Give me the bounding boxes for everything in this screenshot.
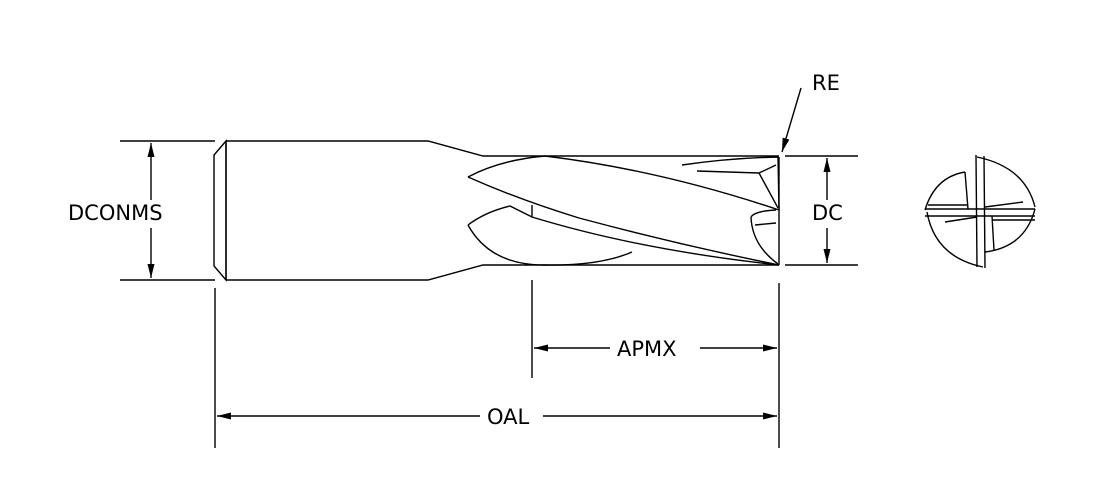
end-mill-side-view [213, 139, 780, 282]
apmx-label: APMX [614, 337, 680, 361]
flute-tip [681, 156, 780, 265]
end-view [924, 154, 1036, 269]
dconms-label: DCONMS [65, 201, 166, 225]
flute-upper [467, 155, 780, 266]
oal-label: OAL [484, 405, 533, 429]
flute-lower [467, 205, 780, 266]
dimension-lines [120, 87, 858, 448]
dc-label: DC [809, 201, 846, 225]
re-label: RE [812, 71, 840, 95]
